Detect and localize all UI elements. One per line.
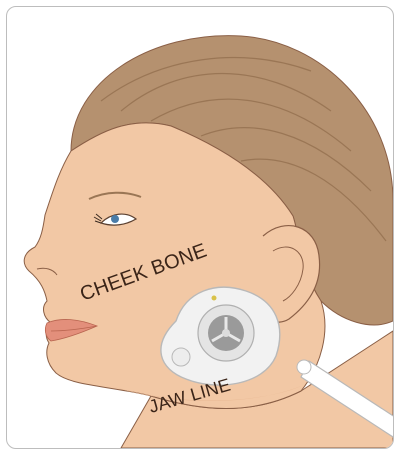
iris [111,215,119,223]
rotor-hub [222,329,230,337]
illustration: CHEEK BONE JAW LINE [7,7,393,448]
figure-frame: CHEEK BONE JAW LINE [6,6,394,449]
indicator-light [212,296,217,301]
handle-joint [297,360,311,374]
device-button [172,348,190,366]
